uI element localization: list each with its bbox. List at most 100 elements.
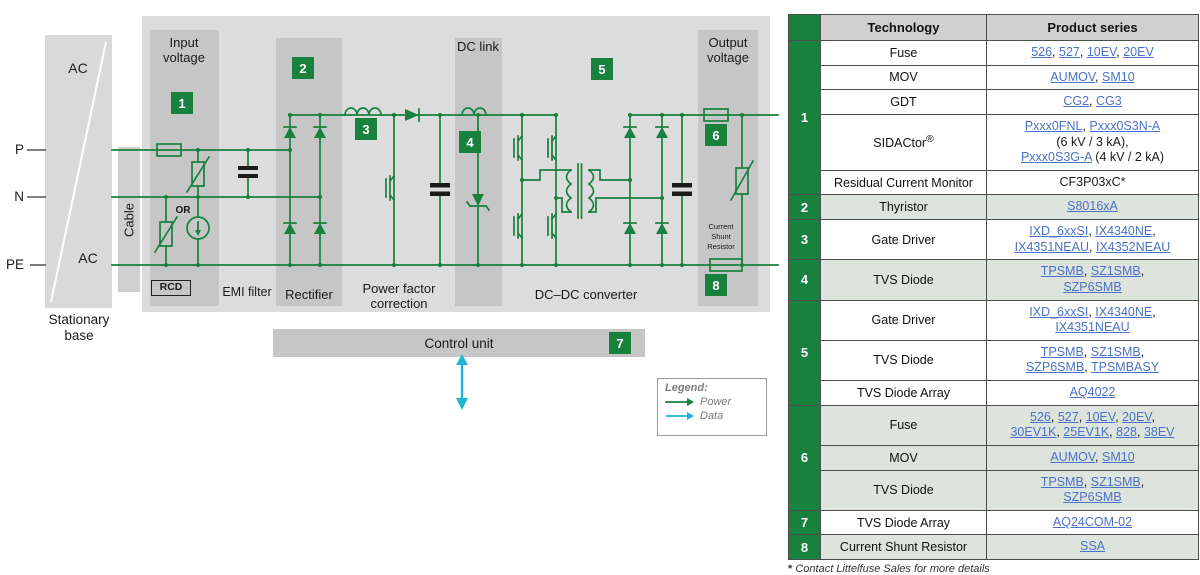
technology-cell: SIDACtor® [820,113,987,171]
product-link[interactable]: CG3 [1095,94,1122,109]
product-link[interactable]: IX4352NEAU [1095,239,1171,254]
product-link[interactable]: SZP6SMB [1025,360,1085,375]
rcd-label: RCD [151,280,191,296]
n-terminal-label: N [14,189,24,204]
product-link[interactable]: IX4351NEAU [1014,239,1090,254]
product-link[interactable]: 10EV [1086,45,1117,59]
product-link[interactable]: IX4340NE [1095,304,1153,319]
product-link[interactable]: SZ1SMB [1090,344,1141,359]
dc-link-panel [455,38,502,306]
product-link[interactable]: SSA [1079,539,1105,554]
dc-link-label: DC link [457,39,499,54]
technology-cell: Fuse [820,404,987,446]
product-link[interactable]: SM10 [1102,449,1135,464]
product-link[interactable]: 38EV [1143,425,1175,440]
product-link[interactable]: S8016xA [1067,199,1118,214]
ac-bottom-label: AC [78,250,98,266]
dcdc-converter-label: DC–DC converter [534,287,638,302]
legend-box: Legend: Power Data [657,378,767,436]
legend-data-label: Data [700,410,724,422]
product-link[interactable]: SM10 [1102,69,1135,84]
p-terminal-label: P [14,142,24,157]
product-series-cell: Pxxx0FNL, Pxxx0S3N-A(6 kV / 3 kA),Pxxx0S… [986,113,1199,171]
emi-filter-label: EMI filter [222,285,272,299]
product-series-cell: CG2, CG3 [986,89,1199,115]
current-shunt-resistor-label: Current Shunt Resistor [707,222,735,251]
group-number-cell: 8 [788,534,821,560]
product-series-cell: TPSMB, SZ1SMB,SZP6SMB [986,259,1199,301]
product-link[interactable]: IXD_6xxSI [1029,304,1089,319]
product-link[interactable]: AUMOV [1050,449,1096,464]
technology-header: Technology [820,14,987,41]
product-link[interactable]: TPSMB [1040,344,1084,359]
technology-cell: MOV [820,64,987,91]
technology-cell: Gate Driver [820,218,987,261]
table-row: SIDACtor®Pxxx0FNL, Pxxx0S3N-A(6 kV / 3 k… [789,113,1199,171]
technology-cell: Thyristor [820,194,987,220]
stage-badge-3: 3 [355,118,377,140]
stage-badge-6: 6 [705,124,727,146]
product-link[interactable]: 526 [1030,409,1051,424]
technology-cell: TVS Diode [820,469,987,511]
data-arrow-icon [666,412,694,420]
group-number-cell: 6 [788,404,821,511]
product-series-cell: AQ4022 [986,380,1199,406]
group-number-cell: 1 [788,39,821,196]
power-arrow-icon [665,398,694,406]
legend-power-label: Power [700,396,732,408]
pfc-label: Power factor correction [362,281,436,311]
product-link[interactable]: IX4340NE [1095,224,1153,238]
product-link[interactable]: IX4351NEAU [1055,320,1130,335]
product-link[interactable]: SZ1SMB [1090,264,1141,279]
product-link[interactable]: TPSMB [1040,264,1084,279]
stage-badge-8: 8 [705,274,727,296]
product-link[interactable]: CG2 [1063,94,1090,109]
product-link[interactable]: 20EV [1122,409,1152,424]
legend-title: Legend: [665,382,708,394]
product-link[interactable]: 527 [1057,409,1079,424]
or-label: OR [175,205,191,216]
product-link[interactable]: Pxxx0S3N-A [1089,118,1161,133]
product-link[interactable]: AQ24COM-02 [1052,514,1133,529]
product-link[interactable]: 20EV [1123,45,1154,59]
technology-cell: Fuse [820,40,987,66]
group-number-cell: 7 [788,509,821,536]
product-link[interactable]: IXD_6xxSI [1029,224,1089,238]
product-link[interactable]: SZP6SMB [1063,279,1122,294]
control-unit-label: Control unit [424,335,494,351]
product-link[interactable]: 527 [1059,45,1080,59]
output-voltage-panel [698,30,758,306]
product-series-cell: IXD_6xxSI, IX4340NE,IX4351NEAU, IX4352NE… [986,218,1199,261]
product-link[interactable]: 30EV1K [1010,425,1057,440]
stage-badge-7: 7 [609,332,631,354]
product-link[interactable]: 10EV [1085,409,1116,424]
ac-top-label: AC [68,60,88,76]
output-voltage-label: Output voltage [707,35,749,65]
group-number-cell: 5 [788,299,821,406]
product-series-cell: TPSMB, SZ1SMB,SZP6SMB [986,469,1199,511]
technology-cell: TVS Diode Array [820,380,987,406]
group-number-cell: 4 [788,259,821,301]
stage-badge-2: 2 [292,57,314,79]
product-link[interactable]: Pxxx0S3G-A [1020,150,1092,165]
product-link[interactable]: AUMOV [1050,69,1096,84]
product-link[interactable]: 828 [1116,425,1137,440]
product-series-cell: CF3P03xC* [986,169,1199,196]
product-link[interactable]: SZP6SMB [1063,490,1122,505]
product-link[interactable]: 526 [1031,45,1053,59]
product-link[interactable]: SZ1SMB [1090,474,1141,489]
product-link[interactable]: Pxxx0FNL [1024,118,1083,133]
product-link[interactable]: AQ4022 [1069,385,1116,399]
product-link[interactable]: TPSMB [1040,474,1084,489]
group-number-cell: 3 [788,218,821,261]
product-link[interactable]: TPSMBASY [1091,360,1160,375]
product-link[interactable]: 25EV1K [1063,425,1110,440]
stage-badge-1: 1 [171,92,193,114]
input-voltage-panel [150,30,219,306]
